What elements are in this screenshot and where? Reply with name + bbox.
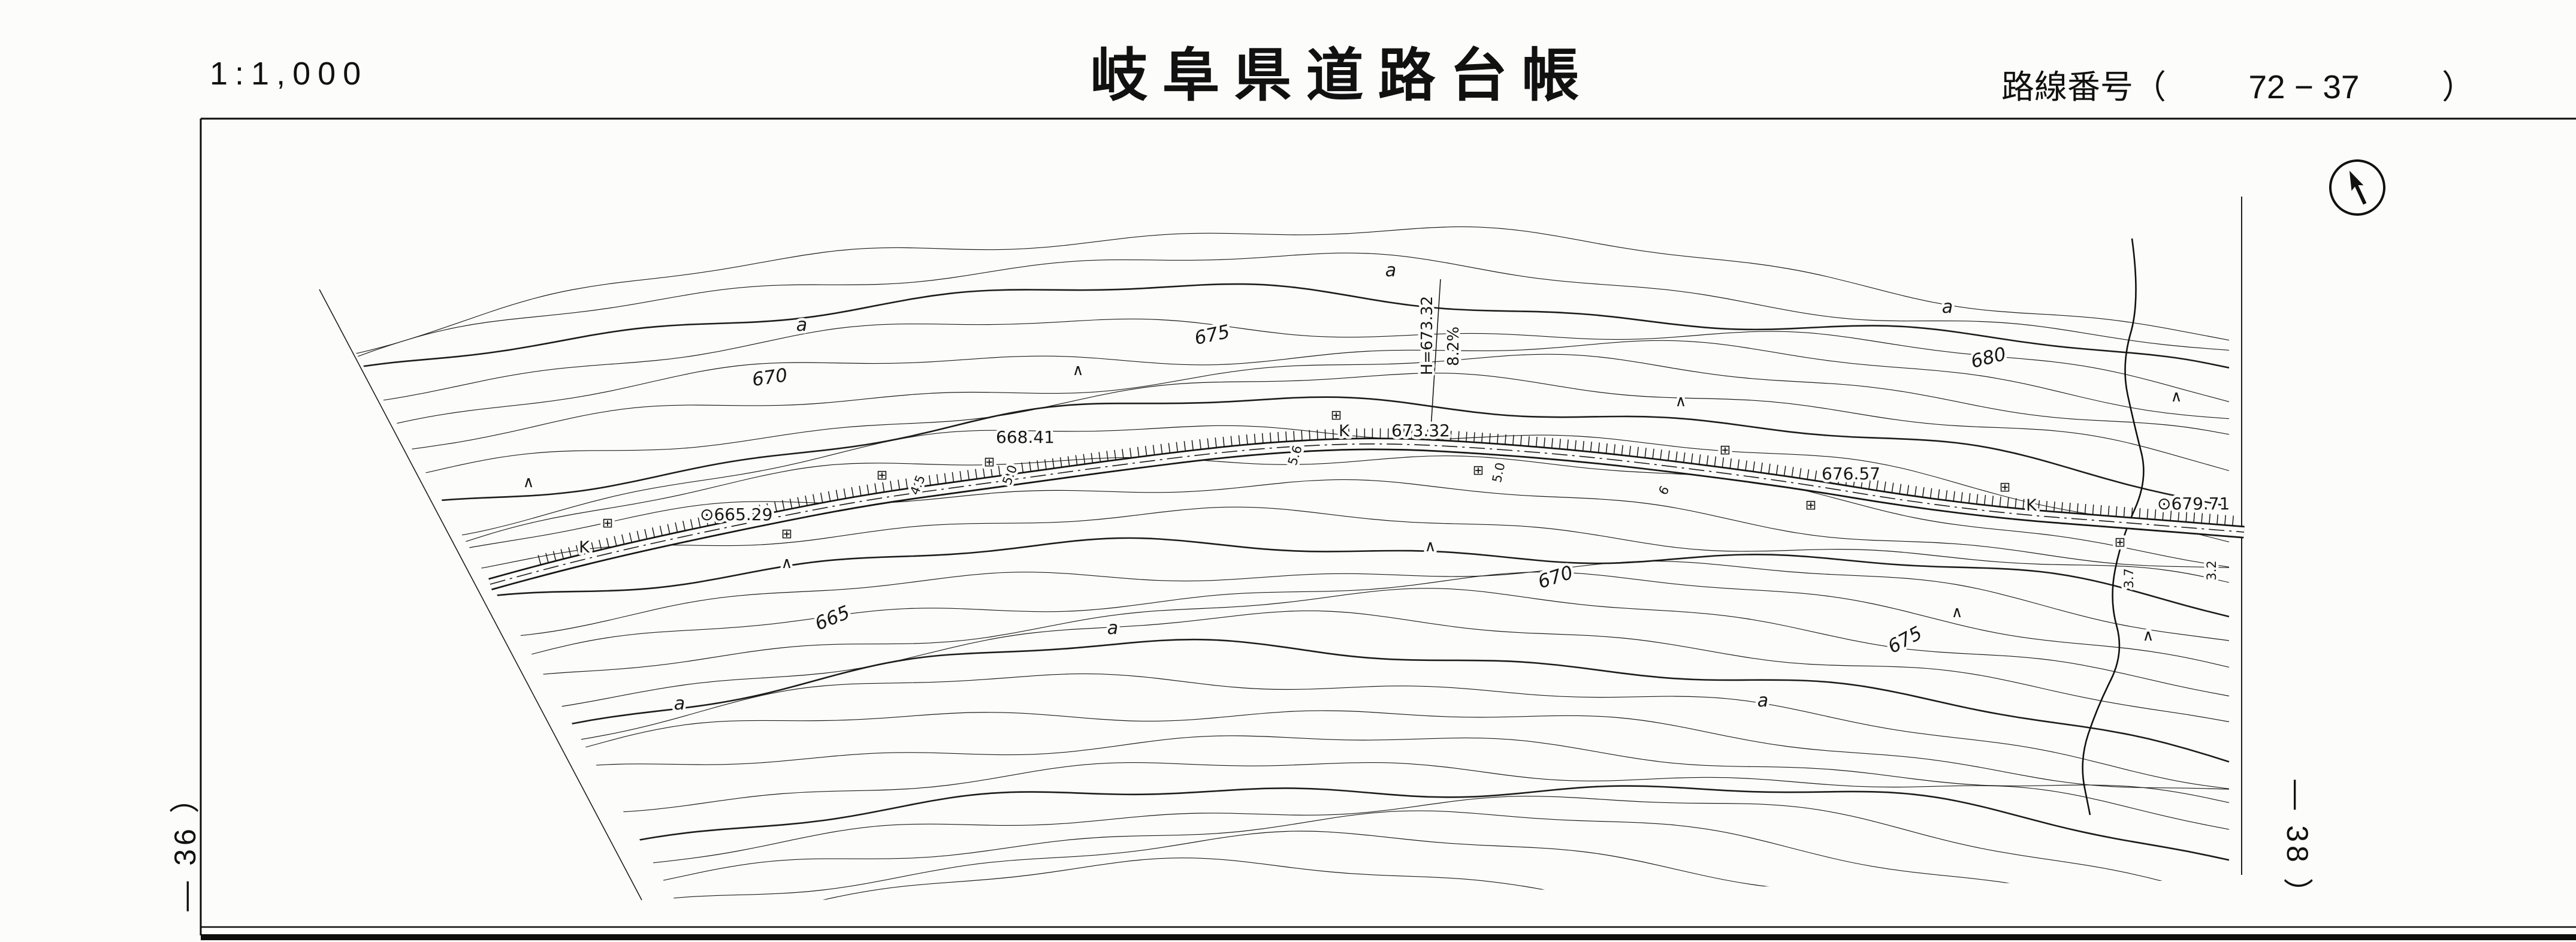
vegetation-symbol: a bbox=[674, 693, 685, 714]
stream-line bbox=[2082, 238, 2145, 816]
tree-symbol: ∧ bbox=[781, 554, 792, 572]
road-width-label: 3.2 bbox=[2204, 560, 2219, 580]
tree-symbol: ∧ bbox=[2170, 388, 2182, 406]
boundary-line bbox=[319, 289, 642, 901]
survey-marker-symbol: ⊞ bbox=[1473, 463, 1484, 478]
route-number: 72 − 37 bbox=[2248, 68, 2360, 105]
spot-elevation-label: ⊙665.29 bbox=[700, 505, 772, 524]
survey-marker-symbol: ⊞ bbox=[602, 516, 613, 531]
route-number-block: 路線番号（ 72 − 37 ） bbox=[2001, 60, 2475, 108]
vegetation-symbol: a bbox=[1757, 690, 1768, 711]
vegetation-symbol: a bbox=[1385, 260, 1396, 281]
north-arrow-icon bbox=[2329, 159, 2385, 216]
spot-elevation-label: 668.41 bbox=[996, 427, 1055, 447]
survey-marker-symbol: ⊞ bbox=[984, 455, 995, 470]
tree-symbol: ∧ bbox=[1675, 393, 1686, 410]
vegetation-symbol: a bbox=[1107, 618, 1118, 639]
survey-marker-symbol: ⊞ bbox=[2115, 535, 2125, 550]
map-scale: 1:1,000 bbox=[210, 56, 369, 92]
survey-marker-symbol: ⊞ bbox=[1720, 443, 1731, 458]
contour-elevation-label: 670 bbox=[1535, 561, 1575, 593]
survey-marker-symbol: ⊞ bbox=[877, 468, 887, 483]
road-hatching bbox=[537, 428, 2234, 564]
km-post-label: K bbox=[579, 538, 590, 557]
spot-elevation-label: ⊙679.71 bbox=[2157, 494, 2230, 514]
sheet-title: 岐阜県道路台帳 bbox=[1090, 44, 1594, 108]
tree-symbol: ∧ bbox=[1072, 361, 1083, 379]
road-width-label: 6 bbox=[1656, 484, 1672, 498]
route-label: 路線番号（ bbox=[2001, 68, 2167, 105]
sheet-frame bbox=[200, 117, 2576, 940]
tree-symbol: ∧ bbox=[2142, 627, 2154, 645]
road-centerline bbox=[490, 443, 2245, 585]
tree-symbol: ∧ bbox=[523, 473, 534, 491]
route-close-paren: ） bbox=[2441, 68, 2475, 105]
contour-lines bbox=[327, 226, 2230, 902]
survey-marker-symbol: ⊞ bbox=[2000, 480, 2010, 495]
spot-elevation-label: 673.32 bbox=[1391, 421, 1450, 440]
grade-line bbox=[1429, 279, 1441, 448]
spot-elevation-label: 676.57 bbox=[1822, 464, 1880, 484]
contour-elevation-label: 670 bbox=[751, 364, 789, 391]
survey-marker-symbol: ⊞ bbox=[1805, 498, 1816, 513]
grade-label: 8.2% bbox=[1445, 327, 1463, 366]
contour-elevation-label: 680 bbox=[1969, 343, 2009, 373]
contour-elevation-label: 675 bbox=[1885, 622, 1926, 658]
road-width-label: 5.0 bbox=[1490, 461, 1508, 484]
tree-symbol: ∧ bbox=[1424, 538, 1436, 555]
road-width-label: 3.7 bbox=[2122, 568, 2136, 588]
survey-marker-symbol: ⊞ bbox=[781, 527, 792, 542]
vegetation-symbol: a bbox=[796, 315, 807, 336]
km-post-label: K bbox=[2026, 496, 2037, 515]
km-post-label: K bbox=[1339, 422, 1350, 440]
survey-marker-symbol: ⊞ bbox=[1331, 408, 1342, 423]
grade-label: H=673.32 bbox=[1418, 296, 1436, 375]
road bbox=[488, 437, 2245, 591]
tree-symbol: ∧ bbox=[1951, 603, 1962, 621]
contour-elevation-label: 675 bbox=[1192, 321, 1231, 349]
vegetation-symbol: a bbox=[1942, 297, 1953, 318]
contour-elevation-label: 665 bbox=[812, 602, 853, 635]
